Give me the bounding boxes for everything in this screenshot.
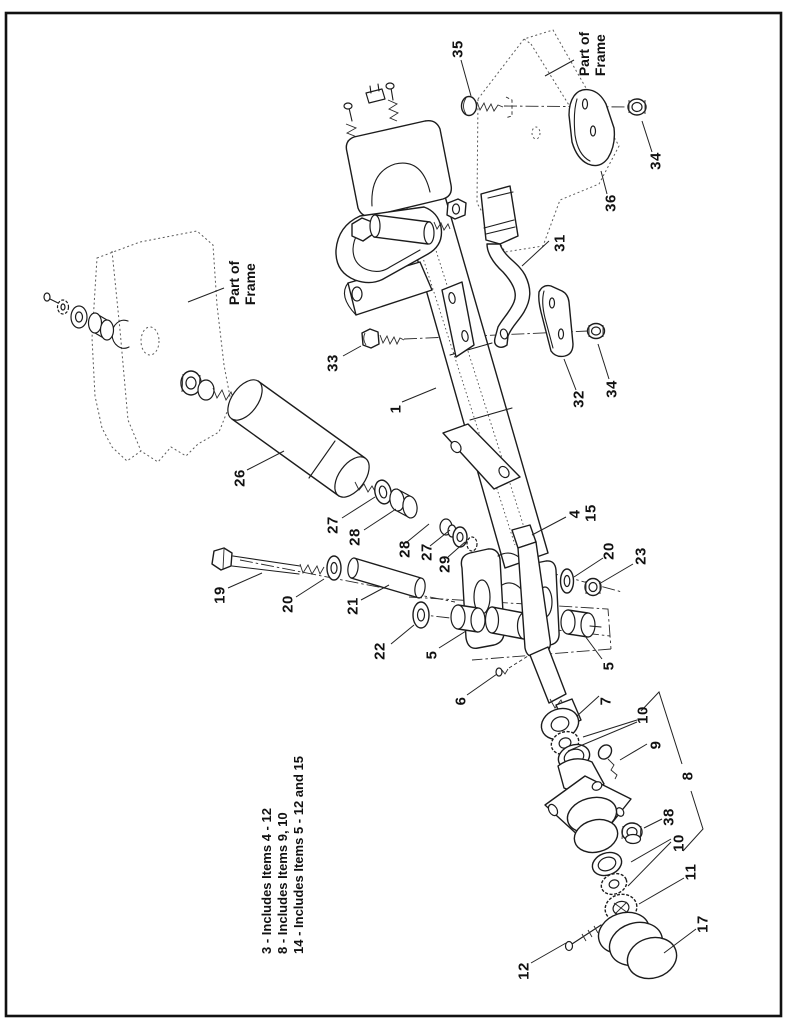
callout-31: 31 (551, 234, 569, 252)
callout-23: 23 (632, 547, 650, 565)
axis-bolt35 (503, 105, 629, 108)
callout-10-b: 10 (670, 834, 688, 852)
callout-35: 35 (449, 40, 467, 58)
callout-8: 8 (679, 771, 697, 781)
leader-lines (187, 59, 704, 964)
bolt-19-washer-20-tube-21 (211, 547, 426, 599)
callout-20-a: 20 (279, 595, 297, 613)
callout-20-b: 20 (600, 542, 618, 560)
ghost-frame-left (43, 230, 232, 463)
shock-absorber-26 (180, 370, 418, 519)
frame-mount-fasteners (43, 292, 115, 341)
callout-28-a: 28 (346, 528, 364, 546)
callout-34-b: 34 (603, 380, 621, 398)
pedal-arm-31 (480, 185, 531, 348)
callout-27-b: 27 (418, 543, 436, 561)
callout-32: 32 (570, 390, 588, 408)
page-border (4, 11, 783, 1018)
inclusion-notes: 3 - Includes Items 4 - 12 8 - Includes I… (259, 756, 307, 954)
callout-38: 38 (660, 808, 678, 826)
callout-11: 11 (682, 863, 700, 881)
note-line-2: 8 - Includes Items 9, 10 (275, 812, 290, 954)
callout-21: 21 (344, 597, 362, 615)
callout-36: 36 (602, 194, 620, 212)
callout-17: 17 (694, 915, 712, 933)
note-line-1: 3 - Includes Items 4 - 12 (259, 808, 274, 954)
callout-26: 26 (231, 469, 249, 487)
callout-33: 33 (324, 354, 342, 372)
callout-5-a: 5 (423, 650, 441, 660)
callout-5-b: 5 (600, 661, 618, 671)
callout-10-a: 10 (634, 706, 652, 724)
callout-19: 19 (211, 586, 229, 604)
callout-28-b: 28 (396, 540, 414, 558)
axis-stud-23 (539, 569, 623, 593)
callout-12: 12 (515, 962, 533, 980)
callout-7: 7 (597, 696, 615, 706)
part-of-frame-label-right: Part of Frame (576, 31, 608, 77)
callout-4: 4 (566, 509, 584, 519)
callout-22: 22 (371, 642, 389, 660)
bracket-36-group (460, 88, 647, 167)
pivot-mount-assembly (335, 82, 467, 284)
pivot-weldment-group (408, 518, 612, 728)
part-of-frame-label-left: Part of Frame (226, 260, 258, 306)
callout-9: 9 (647, 740, 665, 750)
note-line-3: 14 - Includes Items 5 - 12 and 15 (291, 756, 306, 954)
callout-29: 29 (436, 555, 454, 573)
ghost-frame-right (476, 29, 620, 253)
lower-shaft-stack (540, 707, 678, 980)
callout-34-a: 34 (647, 152, 665, 170)
bracket-32-group (361, 284, 606, 358)
callout-27-a: 27 (324, 516, 342, 534)
callout-15: 15 (582, 504, 600, 522)
callout-6: 6 (452, 696, 470, 706)
callout-1: 1 (387, 404, 405, 414)
